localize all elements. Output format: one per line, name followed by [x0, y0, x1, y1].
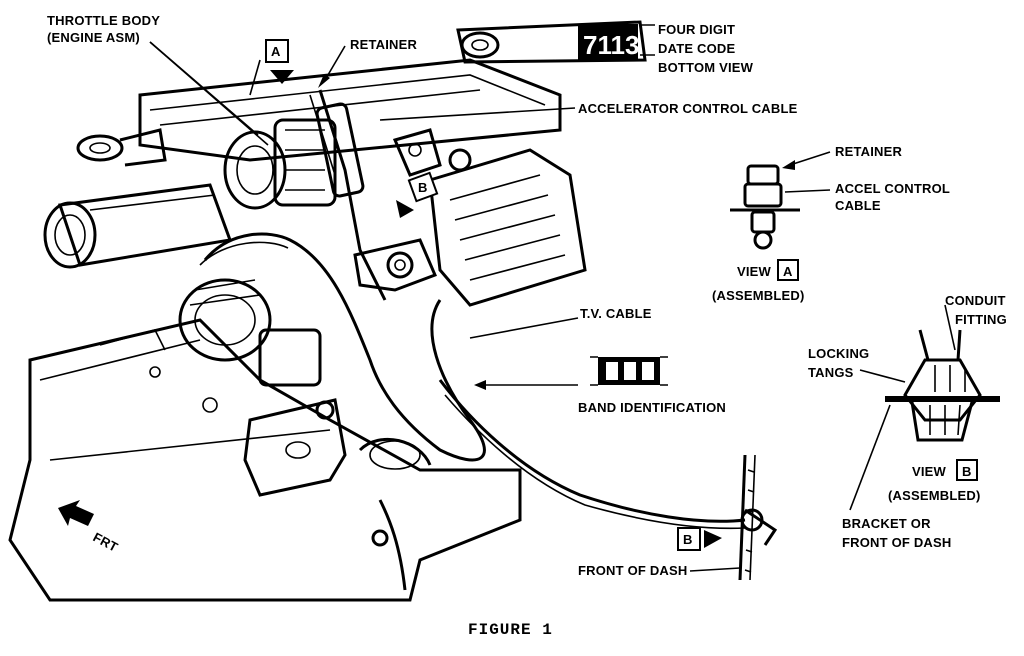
view-a-detail	[730, 164, 800, 281]
locking-tangs-label-line2: TANGS	[808, 365, 854, 380]
date-code-value: 7113	[583, 30, 639, 60]
arrow-icon	[396, 200, 414, 218]
view-b-label: VIEW	[912, 464, 947, 479]
tv-cable-label: T.V. CABLE	[580, 306, 652, 321]
view-a-letter: A	[783, 264, 793, 279]
callout-b-letter: B	[418, 180, 428, 195]
conduit-fitting-label-line1: CONDUIT	[945, 293, 1006, 308]
bracket-label-line2: FRONT OF DASH	[842, 535, 951, 550]
accel-control-label-line1: ACCEL CONTROL	[835, 181, 950, 196]
date-code-label-line1: FOUR DIGIT	[658, 22, 735, 37]
callout-b-engine: B	[396, 171, 439, 218]
callout-a-letter: A	[271, 44, 281, 59]
retainer-right-label: RETAINER	[835, 144, 902, 159]
accel-control-label-line2: CABLE	[835, 198, 881, 213]
view-a-label: VIEW	[737, 264, 772, 279]
throttle-body-label-line2: (ENGINE ASM)	[47, 30, 140, 45]
view-b-assembled: (ASSEMBLED)	[888, 488, 980, 503]
view-b-letter: B	[962, 464, 972, 479]
front-of-dash-label: FRONT OF DASH	[578, 563, 687, 578]
firewall-illustration	[738, 454, 778, 581]
callout-a-engine: A	[265, 39, 294, 84]
arrow-down-icon	[270, 70, 294, 84]
figure-caption: FIGURE 1	[468, 621, 553, 639]
band-identification-strip	[590, 356, 668, 386]
front-arrow-icon	[58, 500, 94, 526]
view-a-assembled: (ASSEMBLED)	[712, 288, 804, 303]
throttle-body-label-line1: THROTTLE BODY	[47, 13, 160, 28]
date-code-label-line3: BOTTOM VIEW	[658, 60, 754, 75]
accelerator-cable-label: ACCELERATOR CONTROL CABLE	[578, 101, 798, 116]
conduit-fitting-label-line2: FITTING	[955, 312, 1007, 327]
callout-b-dash-letter: B	[683, 532, 693, 547]
date-code-label-line2: DATE CODE	[658, 41, 736, 56]
locking-tangs-label-line1: LOCKING	[808, 346, 869, 361]
band-identification-label: BAND IDENTIFICATION	[578, 400, 726, 415]
bracket-label-line1: BRACKET OR	[842, 516, 931, 531]
view-b-detail	[885, 329, 1000, 481]
arrow-right-icon	[704, 530, 722, 548]
retainer-top-label: RETAINER	[350, 37, 417, 52]
date-code-tag: 7113	[456, 20, 647, 64]
engine-illustration	[8, 58, 746, 602]
frt-label: FRT	[91, 529, 121, 554]
callout-b-dash: B	[677, 527, 722, 551]
leader-lines	[149, 24, 956, 572]
